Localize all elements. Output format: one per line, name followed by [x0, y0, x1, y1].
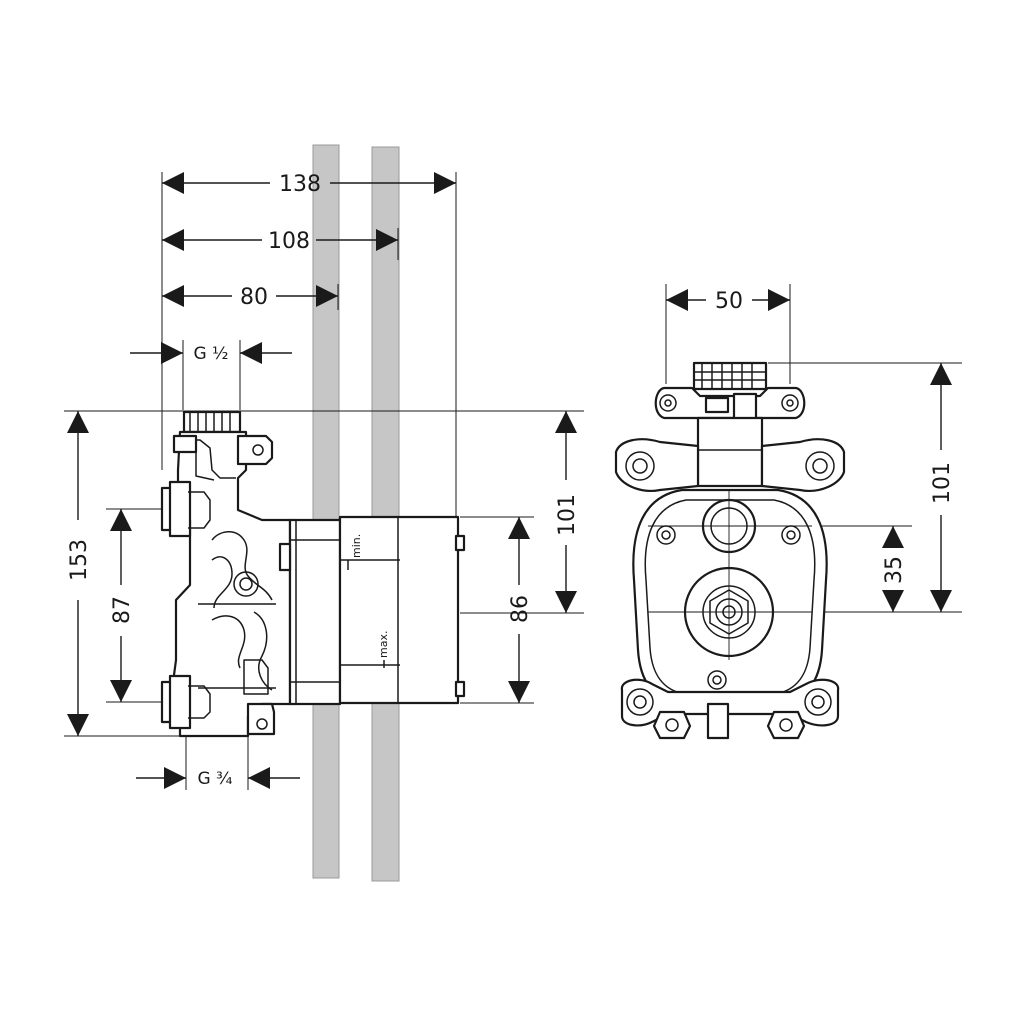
dim-50: 50	[715, 289, 743, 314]
dim-101-front: 101	[930, 462, 955, 504]
dim-153: 153	[67, 539, 92, 581]
thread-bottom-label: G ¾	[197, 769, 232, 789]
thread-top-label: G ½	[193, 344, 228, 364]
dim-101-side: 101	[555, 494, 580, 536]
dim-80: 80	[240, 285, 268, 310]
dim-87: 87	[110, 596, 135, 624]
side-horizontal-dimensions: 138 108 80 G ½ G ¾	[130, 172, 457, 790]
front-view-valve-body	[614, 361, 846, 740]
wall-strip-right	[371, 146, 400, 882]
dim-35: 35	[882, 556, 907, 584]
label-max: max.	[377, 631, 390, 658]
dim-86: 86	[508, 595, 533, 623]
side-vertical-dimensions: 153 87 101 86	[64, 410, 584, 737]
dim-108: 108	[268, 229, 310, 254]
wall-strip-left	[312, 144, 340, 879]
side-view-valve-body: min. max.	[160, 410, 466, 738]
dim-138: 138	[279, 172, 321, 197]
label-min: min.	[350, 534, 363, 558]
